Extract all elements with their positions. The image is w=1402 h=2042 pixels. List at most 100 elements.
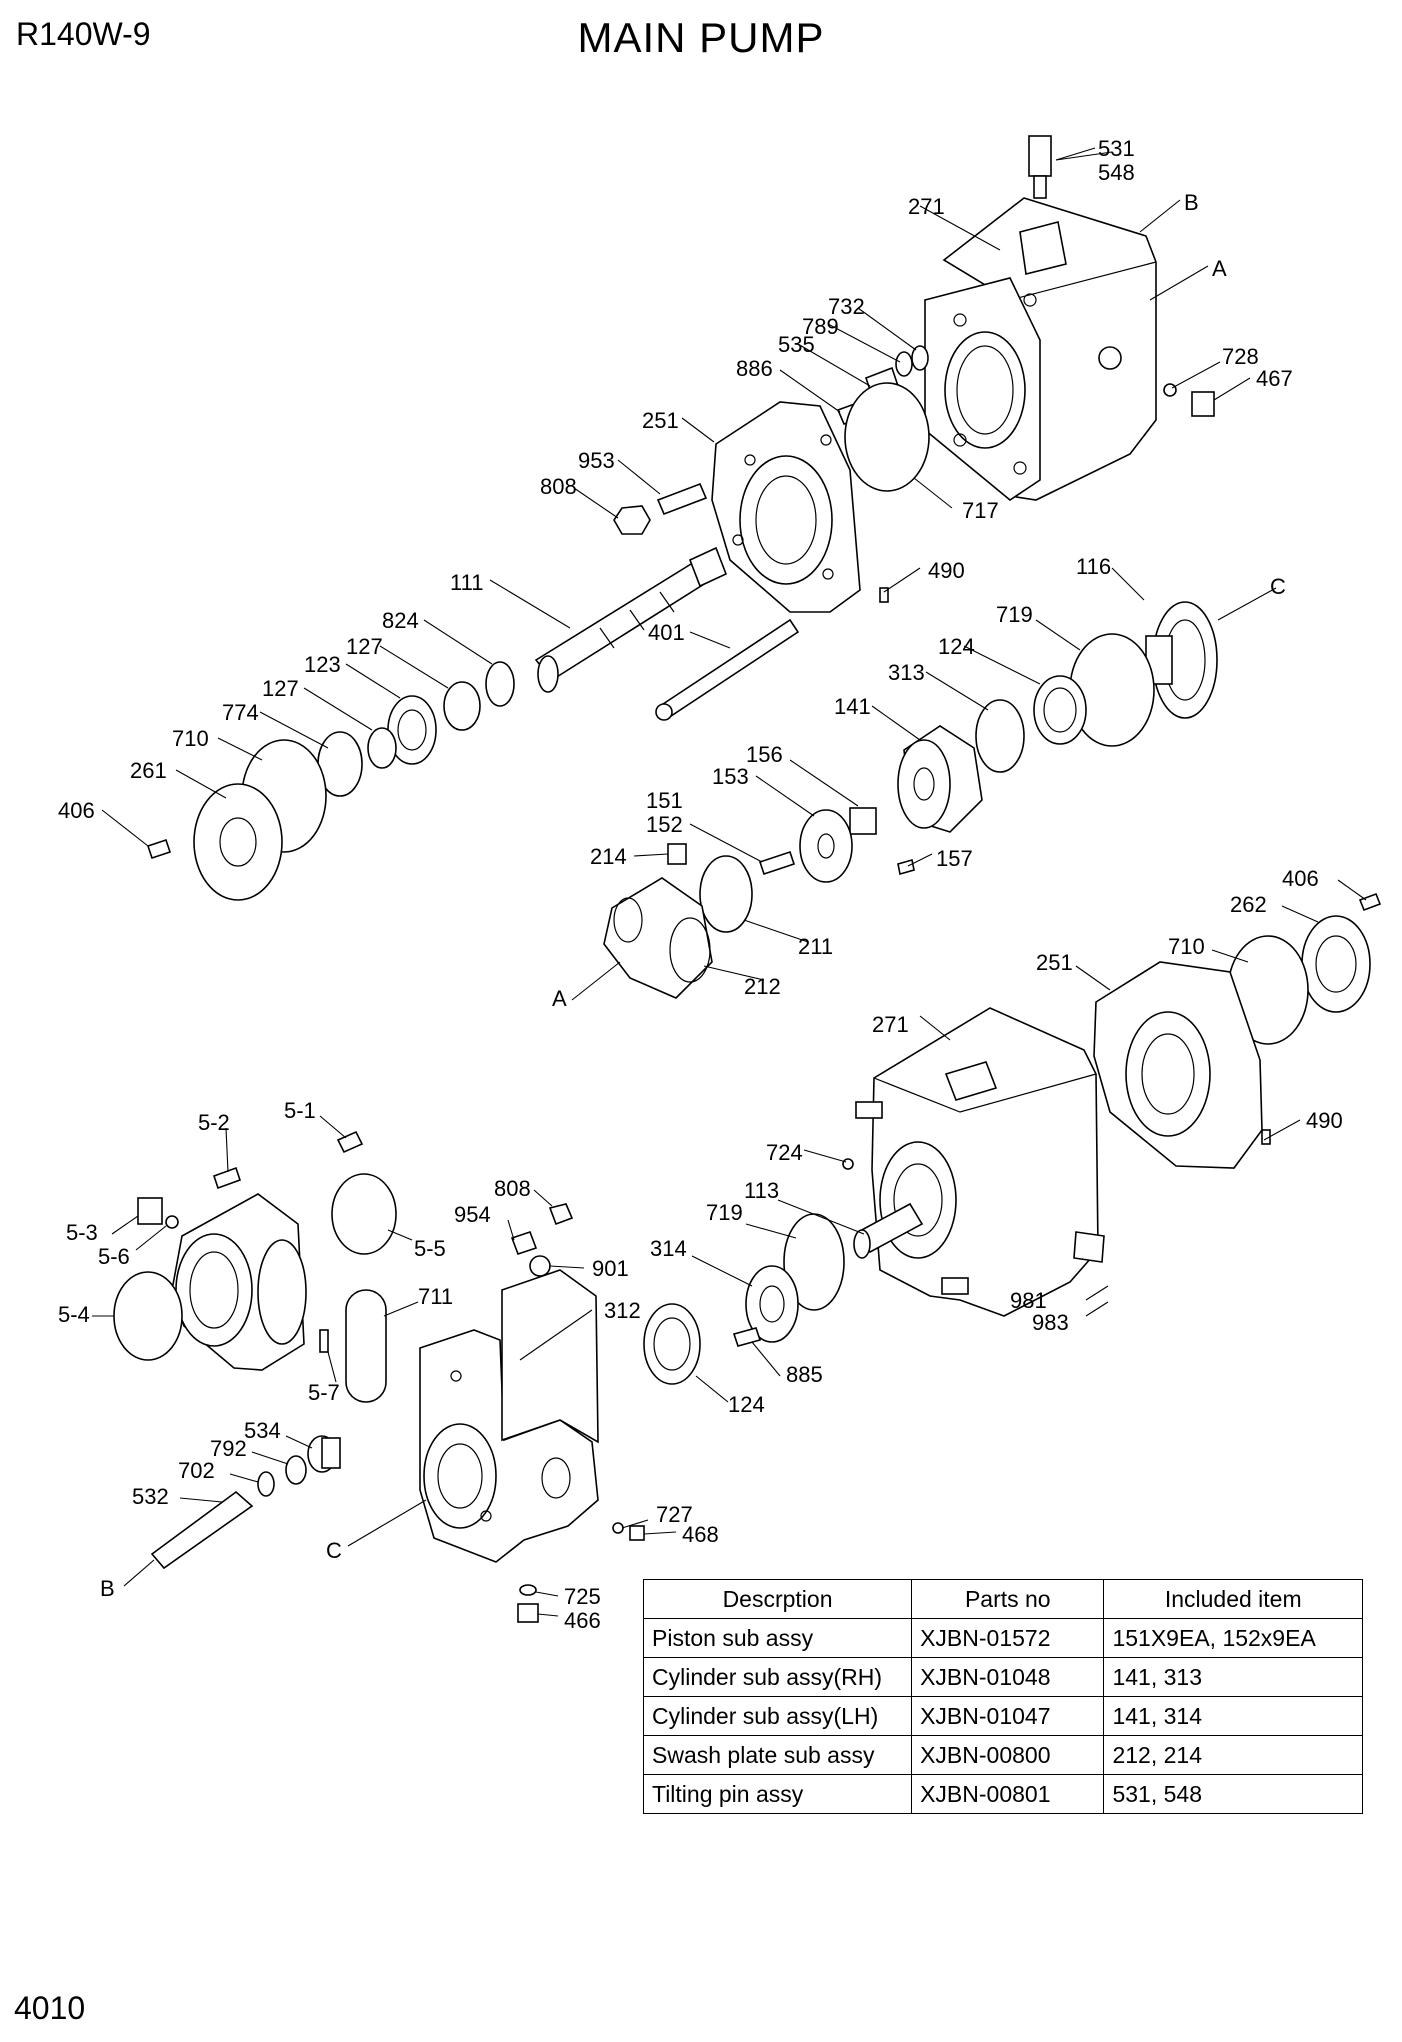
callout-717: 717	[962, 498, 999, 523]
callout-719: 719	[996, 602, 1033, 627]
part-bolt-5-1	[336, 1130, 364, 1154]
callout-490b: 490	[1306, 1108, 1343, 1133]
part-pump-casing-lower	[855, 1007, 1099, 1317]
callout-981: 981	[1010, 1288, 1047, 1313]
callout-702: 702	[178, 1458, 215, 1483]
column-header-included-item: Included item	[1103, 1579, 1363, 1619]
callout-151: 151	[646, 788, 683, 813]
cell-description: Piston sub assy	[642, 1618, 913, 1658]
callout-724: 724	[766, 1140, 803, 1165]
callout-261: 261	[130, 758, 167, 783]
cell-parts-no: XJBN-00800	[911, 1735, 1105, 1775]
cell-included-item: 151X9EA, 152x9EA	[1103, 1618, 1363, 1658]
part-bolt-5-2	[212, 1166, 242, 1190]
callout-792: 792	[210, 1436, 247, 1461]
part-pin-490	[879, 587, 889, 603]
part-tilting-pin-sensor	[1028, 135, 1096, 199]
callout-111: 111	[450, 570, 483, 595]
callout-5-5: 5-5	[414, 1236, 446, 1261]
part-pin-724	[842, 1158, 854, 1170]
part-pump-casing-upper	[924, 197, 1157, 501]
part-gear-pump	[171, 1193, 307, 1371]
table-header-row: Descrption Parts no Included item	[642, 1579, 1363, 1619]
callout-808: 808	[540, 474, 577, 499]
callout-401: 401	[648, 620, 685, 645]
callout-532: 532	[132, 1484, 169, 1509]
part-pin-5-7	[319, 1329, 329, 1353]
cell-included-item: 531, 548	[1103, 1774, 1363, 1814]
cell-included-item: 212, 214	[1103, 1735, 1363, 1775]
callout-710: 710	[172, 726, 209, 751]
callout-314: 314	[650, 1236, 687, 1261]
part-piston-151	[758, 850, 796, 876]
part-pin-532	[150, 1490, 254, 1570]
part-plug-466	[517, 1603, 539, 1623]
callout-156: 156	[746, 742, 783, 767]
sub-assembly-table: Descrption Parts no Included item Piston…	[642, 1579, 1363, 1814]
page-number: 4010	[14, 1990, 86, 2026]
part-plug-5-3	[137, 1197, 163, 1225]
cell-description: Swash plate sub assy	[642, 1735, 913, 1775]
part-eye-bolt-901	[529, 1255, 551, 1277]
part-bolt-406-lower	[1358, 892, 1382, 912]
part-nut-808-lower	[548, 1203, 574, 1226]
callout-901: 901	[592, 1256, 629, 1281]
callout-886: 886	[736, 356, 773, 381]
cell-parts-no: XJBN-00801	[911, 1774, 1105, 1814]
callout-labels: 531 548 271 B A 732 789 535 728 467 886 …	[58, 136, 1343, 1633]
callout-535: 535	[778, 332, 815, 357]
callout-732: 732	[828, 294, 865, 319]
callout-127: 127	[346, 634, 383, 659]
callout-A: A	[1212, 256, 1227, 281]
callout-124: 124	[938, 634, 975, 659]
part-snap-ring-824	[485, 661, 515, 707]
callout-468: 468	[682, 1522, 719, 1547]
cell-parts-no: XJBN-01572	[911, 1618, 1105, 1658]
callout-124b: 124	[728, 1392, 765, 1417]
part-drive-shaft	[534, 546, 728, 693]
callout-113: 113	[744, 1178, 779, 1203]
callout-5-3: 5-3	[66, 1220, 98, 1245]
cell-parts-no: XJBN-01047	[911, 1696, 1105, 1736]
part-oring-702	[257, 1471, 275, 1497]
part-valve-plate-313	[975, 699, 1025, 773]
callout-5-4: 5-4	[58, 1302, 90, 1327]
part-stud-and-nut	[613, 482, 708, 535]
part-shoe-plate-211	[699, 855, 753, 933]
callout-211: 211	[798, 934, 833, 959]
part-stud-954	[510, 1230, 538, 1256]
callout-262: 262	[1230, 892, 1267, 917]
callout-5-2: 5-2	[198, 1110, 230, 1135]
part-oring-5-6	[165, 1215, 179, 1229]
column-header-parts-no: Parts no	[911, 1579, 1105, 1619]
callout-534: 534	[244, 1418, 281, 1443]
callout-B: B	[1184, 190, 1199, 215]
callout-789: 789	[802, 314, 839, 339]
part-port-block-upper	[711, 401, 861, 613]
callout-406b: 406	[1282, 866, 1319, 891]
callout-711: 711	[418, 1284, 453, 1309]
callout-490: 490	[928, 558, 965, 583]
part-bearings-127-123	[317, 681, 481, 797]
callout-466: 466	[564, 1608, 601, 1633]
cell-description: Cylinder sub assy(RH)	[642, 1657, 913, 1697]
part-plug-468	[629, 1525, 645, 1541]
callout-719b: 719	[706, 1200, 743, 1225]
part-valve-plate-314	[745, 1265, 799, 1343]
cell-description: Tilting pin assy	[642, 1774, 913, 1814]
cell-included-item: 141, 314	[1103, 1696, 1363, 1736]
callout-725: 725	[564, 1584, 601, 1609]
cell-included-item: 141, 313	[1103, 1657, 1363, 1697]
part-gasket-717	[844, 382, 930, 492]
callout-406: 406	[58, 798, 95, 823]
part-gear-116	[1145, 601, 1218, 719]
callout-271b: 271	[872, 1012, 909, 1037]
callout-5-1: 5-1	[284, 1098, 316, 1123]
callout-728: 728	[1222, 344, 1259, 369]
part-oring-719-upper	[1069, 633, 1155, 747]
callout-885: 885	[786, 1362, 823, 1387]
table-row: Swash plate sub assy XJBN-00800 212, 214	[642, 1735, 1363, 1775]
callout-953: 953	[578, 448, 615, 473]
part-retainer-153-156	[799, 807, 877, 883]
